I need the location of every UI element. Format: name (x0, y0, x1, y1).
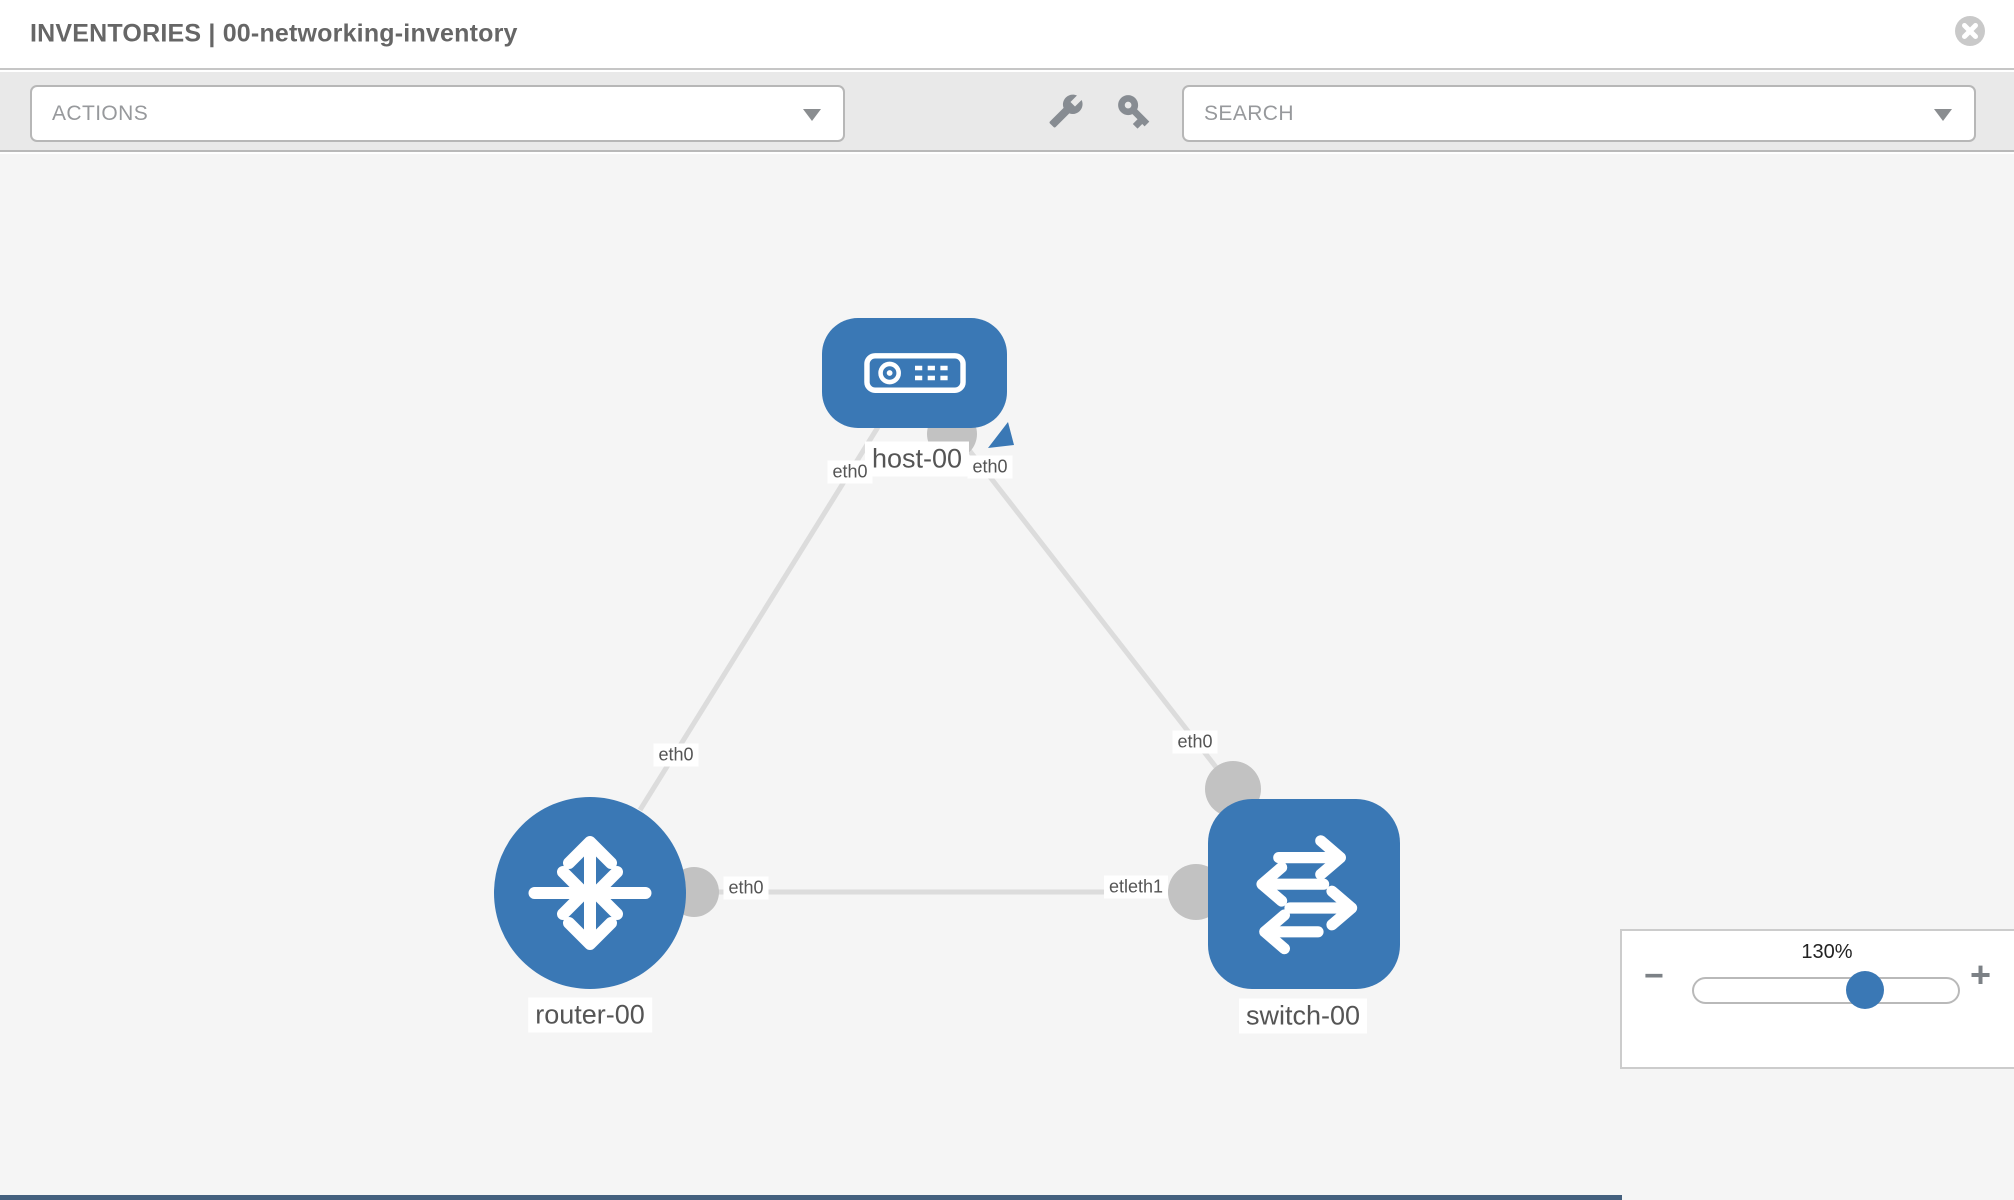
close-icon[interactable] (1954, 15, 1986, 47)
node-label-host[interactable]: host-00 (864, 441, 970, 477)
chevron-down-icon (803, 108, 821, 121)
key-icon[interactable] (1114, 91, 1154, 131)
wrench-icon[interactable] (1048, 93, 1084, 129)
actions-dropdown[interactable]: ACTIONS (30, 85, 845, 142)
router-icon (528, 836, 652, 950)
chevron-down-icon (1934, 108, 1952, 121)
node-router-00[interactable] (494, 797, 686, 989)
node-switch-00[interactable] (1208, 799, 1400, 989)
switch-icon (1256, 835, 1358, 955)
arrowhead-marker (988, 422, 1014, 448)
node-label-switch[interactable]: switch-00 (1238, 998, 1368, 1034)
page-title: INVENTORIES | 00-networking-inventory (30, 19, 518, 48)
header: INVENTORIES | 00-networking-inventory (0, 0, 2014, 70)
interface-label: eth0 (653, 743, 699, 767)
zoom-level-value: 130% (1801, 941, 1853, 963)
interface-label: eth0 (723, 876, 769, 900)
interface-label: eth0 (967, 455, 1013, 479)
zoom-in-button plus-icon[interactable]: + (1970, 954, 1992, 995)
search-dropdown[interactable]: SEARCH (1182, 85, 1976, 142)
interface-label: eth0 (1172, 730, 1218, 754)
node-host-00[interactable] (822, 318, 1007, 428)
zoom-slider-thumb[interactable] (1846, 971, 1884, 1009)
zoom-out-button minus-icon[interactable]: − (1644, 957, 1664, 995)
bottom-edge-strip (0, 1195, 1622, 1200)
interface-label: etleth1 (1103, 875, 1169, 899)
actions-dropdown-label: ACTIONS (52, 101, 149, 125)
toolbar: ACTIONS SEARCH (0, 72, 2014, 152)
zoom-control-panel: 130% − + (1620, 929, 2014, 1069)
link-host-switch[interactable] (953, 430, 1235, 791)
interface-label: eth0 (827, 460, 873, 484)
search-dropdown-label: SEARCH (1204, 101, 1294, 125)
node-label-router[interactable]: router-00 (528, 997, 652, 1033)
zoom-slider-track[interactable] (1692, 977, 1960, 1004)
host-icon (863, 353, 966, 393)
